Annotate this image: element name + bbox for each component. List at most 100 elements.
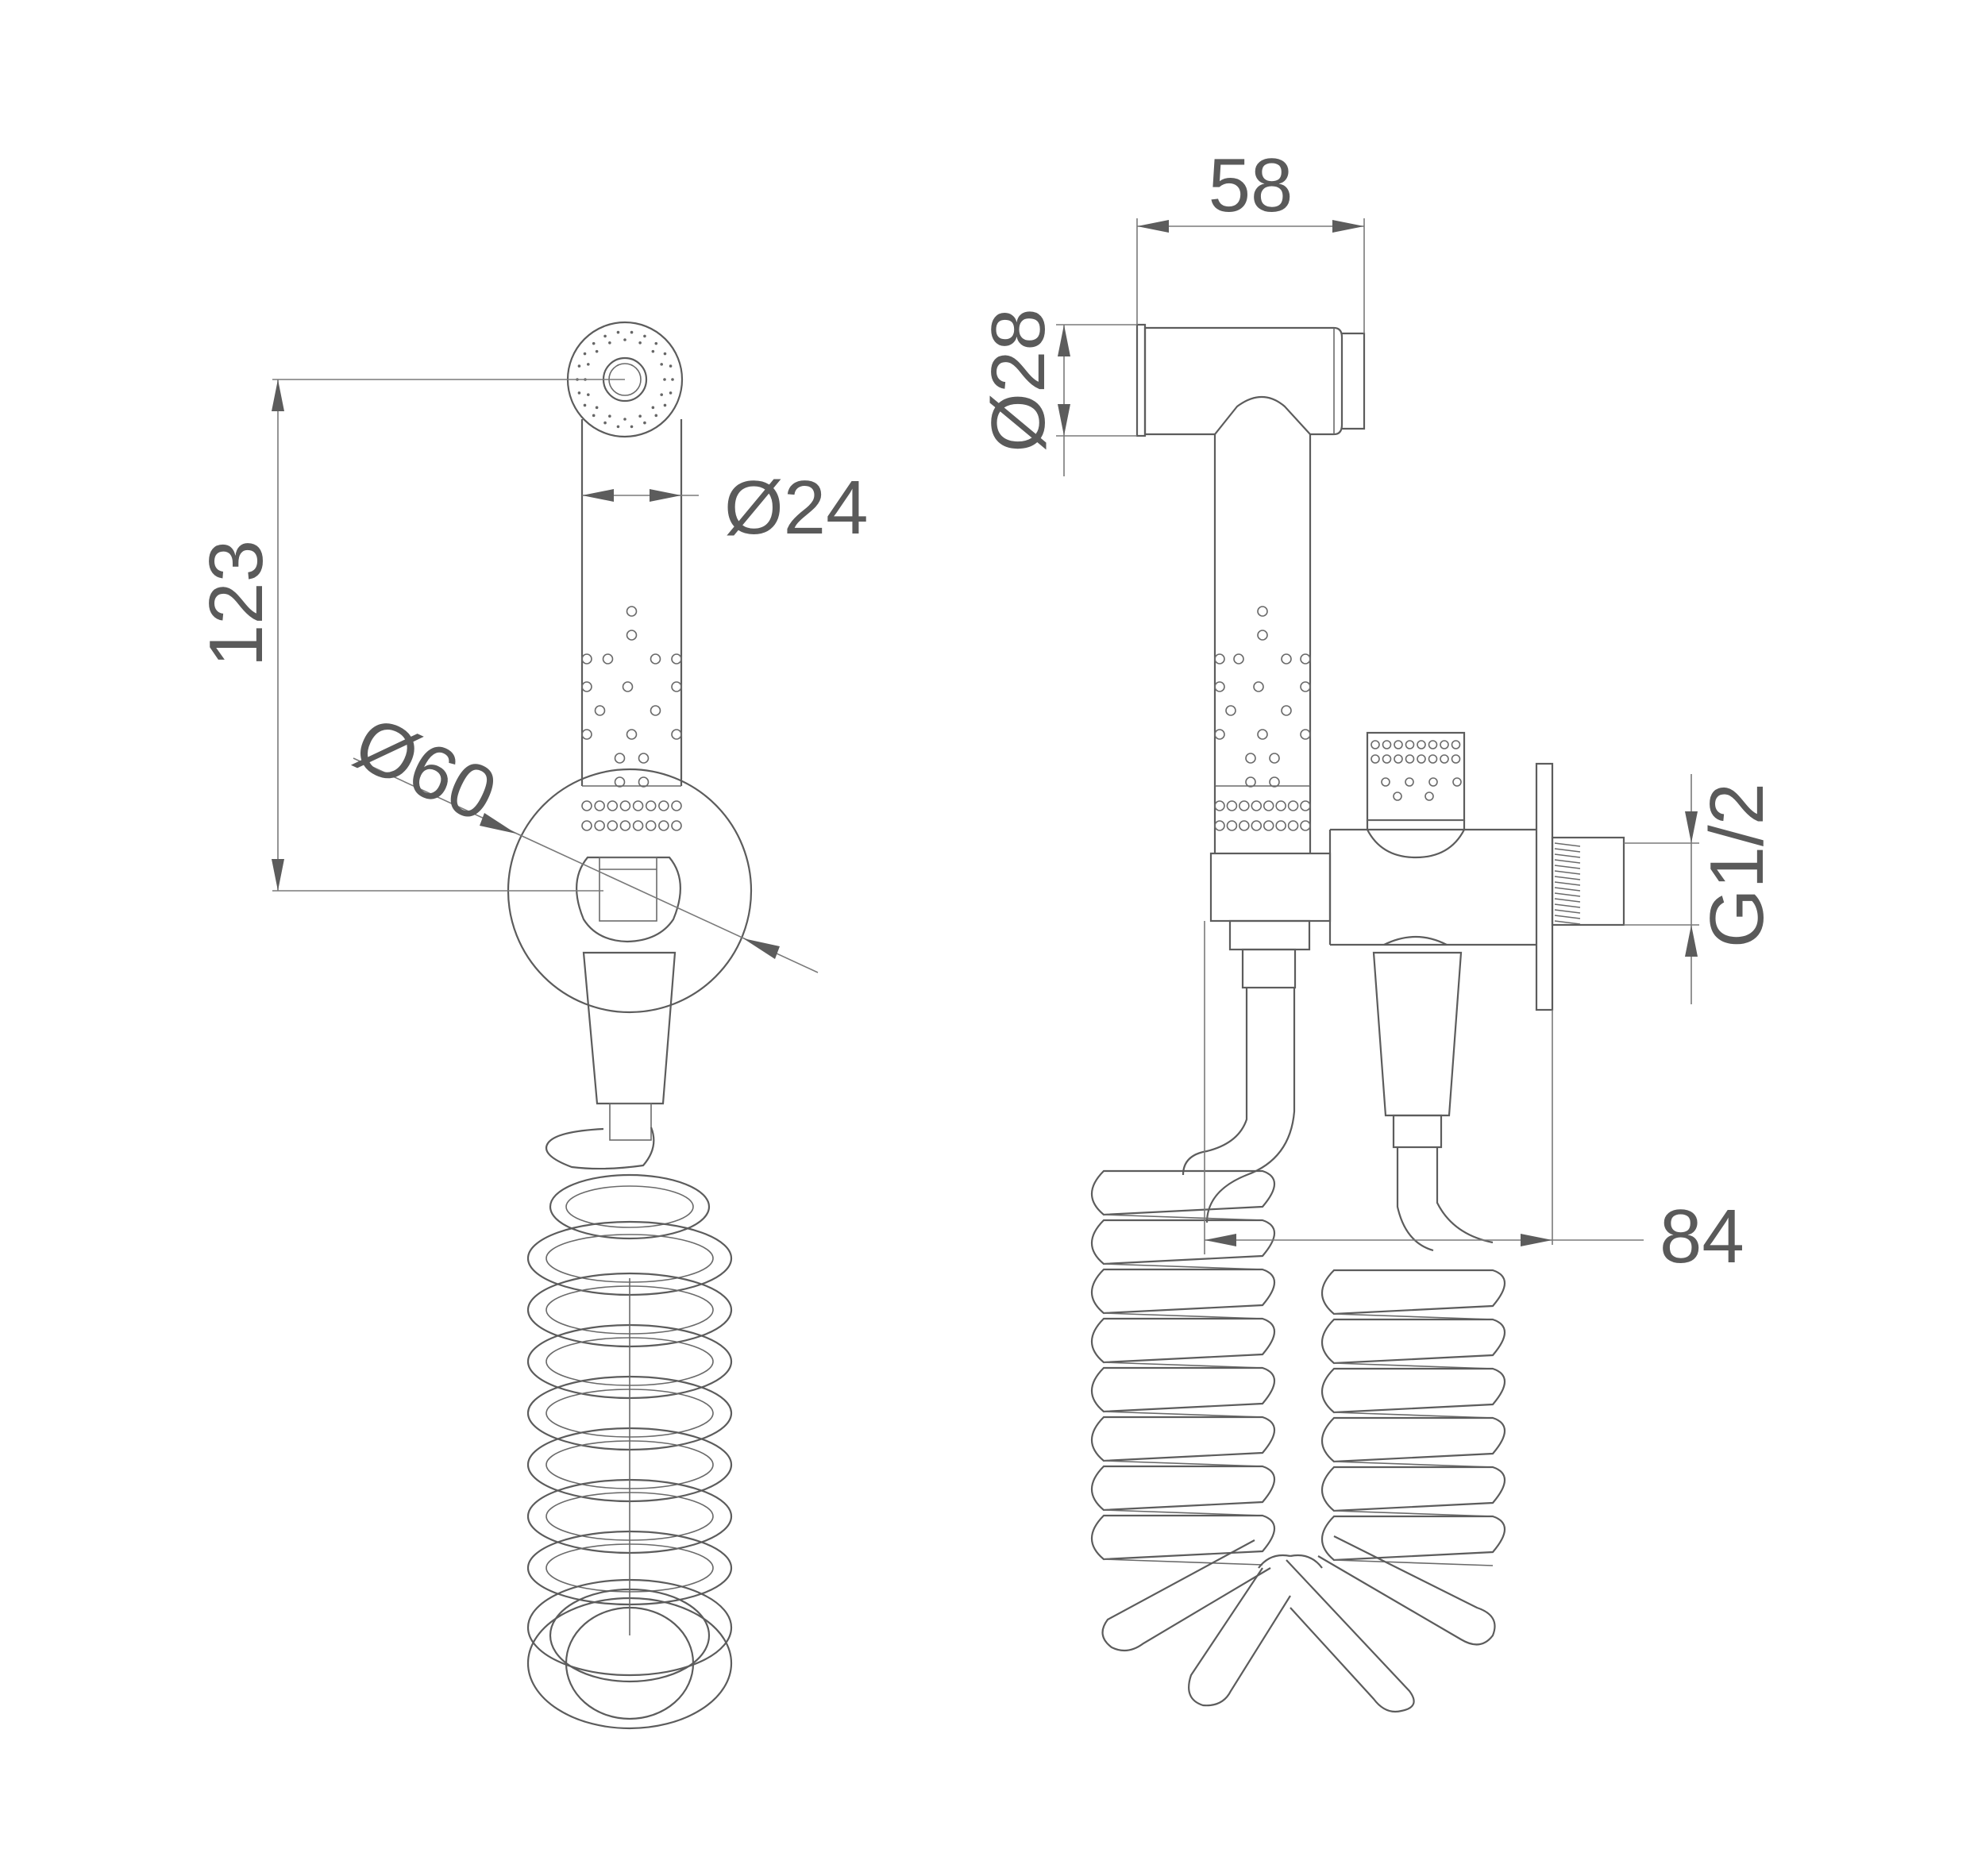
grip-hole [1214, 653, 1225, 664]
grip-hole [614, 753, 626, 764]
grip-hole [602, 653, 614, 664]
grip-hole [626, 606, 638, 617]
nozzle-dot [592, 414, 596, 418]
grip-hole [1245, 753, 1256, 764]
nozzle-dot [587, 363, 590, 366]
grip-hole [1253, 681, 1264, 692]
dimension-dia-24: Ø24 [582, 465, 868, 550]
nozzle-dot [671, 378, 674, 381]
hose-side [1182, 988, 1494, 1252]
grip-hole [607, 820, 619, 831]
dimension-58: 58 [1136, 143, 1365, 333]
coil-link [1103, 1411, 1263, 1418]
knob-hole [1424, 792, 1434, 801]
grip-hole [614, 776, 626, 788]
grip-hole [581, 653, 592, 664]
coil-link [1103, 1362, 1263, 1369]
nozzle-dot [660, 393, 663, 396]
thread-line [1554, 898, 1581, 903]
grip-hole [1226, 820, 1238, 831]
nozzle-dot [603, 334, 607, 338]
grip-hole [650, 705, 661, 716]
grip-hole [645, 800, 657, 811]
knob-hole [1428, 754, 1438, 764]
coil-link [1333, 1461, 1494, 1468]
grip-hole [1214, 729, 1225, 740]
grip-hole [1300, 820, 1311, 831]
grip-hole [671, 653, 682, 664]
front-view: 123 Ø24 Ø60 [194, 321, 868, 1730]
thread-line [1554, 881, 1581, 886]
nozzle-dot [592, 341, 596, 345]
spiral-hose-front [526, 1127, 733, 1730]
dimension-dia-24-label: Ø24 [724, 465, 868, 550]
grip-hole [1300, 729, 1311, 740]
coil-link [1333, 1412, 1494, 1419]
dimension-dia-28-label: Ø28 [976, 308, 1061, 452]
nozzle-dot [663, 352, 667, 356]
coil-link [1103, 1312, 1263, 1319]
grip-hole [1275, 800, 1286, 811]
nozzle-dot [669, 391, 673, 395]
nozzle-dot [630, 425, 634, 429]
grip-hole [1225, 705, 1236, 716]
nozzle-dot [623, 418, 626, 421]
grip-hole [619, 820, 631, 831]
dimension-123: 123 [194, 379, 625, 892]
thread-line [1554, 915, 1581, 919]
grip-hole [1257, 606, 1268, 617]
knob-hole [1405, 740, 1415, 749]
coil-loop [1091, 1268, 1275, 1315]
grip-hole [1300, 681, 1311, 692]
coil-loop [1091, 1514, 1275, 1561]
thread-lines [1554, 842, 1581, 925]
dimension-thread-g12-label: G1/2 [1694, 783, 1779, 948]
coil-loop [1091, 1219, 1275, 1265]
dimension-dia-28: Ø28 [976, 308, 1137, 476]
coil-loop [1321, 1466, 1505, 1512]
coil-link [1333, 1510, 1494, 1517]
nozzle-dot [638, 341, 642, 345]
nozzle-dot [660, 363, 663, 366]
thread-line [1554, 903, 1581, 908]
nozzle-dot [608, 414, 611, 418]
nozzle-dot [643, 334, 646, 338]
grip-hole [1226, 800, 1238, 811]
knob-hole [1405, 754, 1415, 764]
hose-cone-front [582, 951, 677, 1141]
coil-link [1333, 1559, 1494, 1566]
nozzle-dot [643, 421, 646, 425]
side-view: 58 Ø28 G1/2 84 [976, 143, 1779, 1713]
grip-hole [671, 820, 682, 831]
coil-loop [1091, 1465, 1275, 1512]
grip-hole [581, 681, 592, 692]
knob-hole [1428, 740, 1438, 749]
knob-hole [1451, 740, 1461, 749]
grip-hole [1239, 800, 1250, 811]
coil-loop [1091, 1317, 1275, 1364]
knob-hole [1394, 754, 1403, 764]
grip-hole [1214, 800, 1225, 811]
knob-hole [1405, 777, 1414, 787]
dimension-123-label: 123 [194, 540, 279, 667]
grip-hole [1287, 820, 1299, 831]
grip-hole [671, 681, 682, 692]
grip-hole [594, 800, 605, 811]
knob-hole [1382, 740, 1392, 749]
thread-line [1554, 842, 1581, 847]
grip-hole [1275, 820, 1286, 831]
holder-and-valve-side [1209, 731, 1625, 1011]
grip-hole [1214, 820, 1225, 831]
grip-hole [1239, 820, 1250, 831]
nozzle-dot [651, 349, 655, 353]
grip-hole [1245, 776, 1256, 788]
coil-link [1333, 1313, 1494, 1320]
grip-hole [671, 800, 682, 811]
grip-hole [594, 820, 605, 831]
thread-line [1554, 920, 1581, 925]
grip-hole [658, 800, 669, 811]
grip-hole [581, 729, 592, 740]
handle-body-front [580, 419, 683, 831]
spray-nozzle-dots [576, 330, 674, 429]
